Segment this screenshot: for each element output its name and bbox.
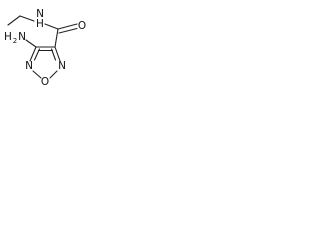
bond-carbonyl-o-2 bbox=[58, 27, 78, 34]
atom-carbonyl-o: O bbox=[78, 20, 86, 32]
atom-ring-o: O bbox=[41, 76, 49, 88]
atom-amine-subscript: 2 bbox=[13, 37, 17, 45]
atom-ring-n-right: N bbox=[58, 60, 66, 72]
bond-ethyl-ch3-ch2 bbox=[7, 15, 21, 26]
atom-amine-n: N bbox=[18, 31, 26, 43]
bond-carbonyl-o-1 bbox=[57, 23, 78, 30]
bond-ring-amine bbox=[25, 39, 37, 48]
bond-ethyl-ch2-nh bbox=[19, 15, 35, 22]
atom-amide-n: N bbox=[36, 8, 44, 20]
atom-ring-n-left: N bbox=[25, 60, 33, 72]
bond-ring-n-o-right bbox=[49, 70, 58, 79]
atom-amide-h: H bbox=[36, 18, 44, 30]
atom-amine-h: H bbox=[4, 31, 12, 43]
chemical-structure: N H O H 2 N N N O bbox=[4, 8, 86, 88]
bond-nh-carbonyl bbox=[44, 23, 59, 30]
bond-carbonyl-ring bbox=[54, 28, 59, 48]
bond-ring-c4-n bbox=[29, 46, 37, 62]
bond-ring-n-o-left bbox=[32, 70, 42, 79]
bond-ring-c4-n-double bbox=[33, 48, 41, 61]
bond-ring-c3-n-double bbox=[50, 48, 57, 61]
bond-ring-c3-n bbox=[54, 46, 61, 62]
